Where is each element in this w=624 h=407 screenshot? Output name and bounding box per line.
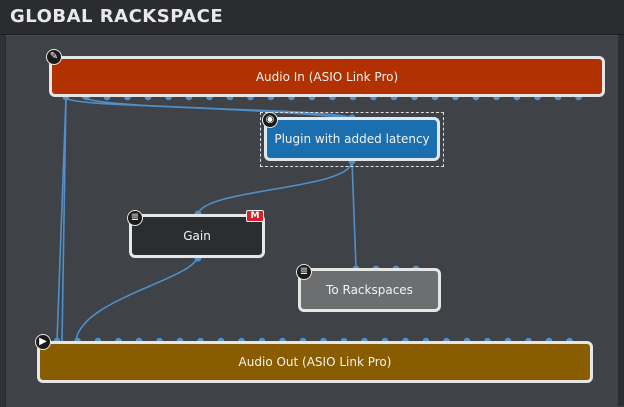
gain-block[interactable]: Gain bbox=[129, 214, 265, 258]
audio-out-block[interactable]: Audio Out (ASIO Link Pro) bbox=[37, 341, 593, 383]
gain-label: Gain bbox=[183, 229, 211, 243]
edit-pencil-icon[interactable]: ✎ bbox=[46, 49, 62, 65]
audio-out-label: Audio Out (ASIO Link Pro) bbox=[238, 355, 392, 369]
to-rackspaces-block[interactable]: To Rackspaces bbox=[298, 268, 441, 312]
title-bar: GLOBAL RACKSPACE bbox=[0, 0, 624, 35]
audio-in-label: Audio In (ASIO Link Pro) bbox=[255, 69, 399, 84]
plugin-dial-icon[interactable]: ◉ bbox=[262, 112, 278, 128]
plugin-label: Plugin with added latency bbox=[274, 132, 430, 146]
window-title: GLOBAL RACKSPACE bbox=[10, 6, 224, 27]
selection-outline bbox=[260, 112, 444, 167]
vertical-scrollbar[interactable] bbox=[618, 35, 624, 406]
mixer-sliders-icon[interactable]: ≣ bbox=[296, 264, 312, 280]
mixer-sliders-icon[interactable]: ≣ bbox=[127, 210, 143, 226]
audio-in-block[interactable]: Audio In (ASIO Link Pro) bbox=[49, 56, 605, 97]
play-circle-icon[interactable]: ▶ bbox=[35, 334, 51, 350]
to-rackspaces-label: To Rackspaces bbox=[326, 283, 413, 297]
plugin-block[interactable]: Plugin with added latency bbox=[264, 117, 440, 161]
mute-badge[interactable]: M bbox=[246, 210, 264, 222]
